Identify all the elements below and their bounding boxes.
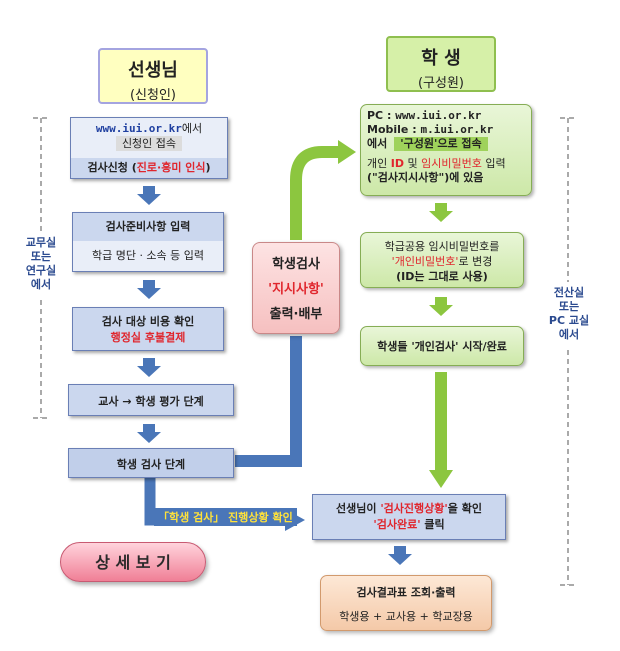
detail-view-button[interactable]: 상 세 보 기: [60, 542, 206, 582]
teacher-title: 선생님: [128, 60, 178, 81]
teacher-subtitle: (신청인): [129, 88, 177, 103]
cost-check: 검사 대상 비용 확인: [101, 315, 195, 328]
instruction-note: ("검사지시사항")에 있음: [367, 171, 484, 184]
arrow-right-notice: [338, 140, 356, 164]
site-access-box: www.iui.or.kr에서 신청인 접속 검사신청 (진로·흥미 인식): [70, 117, 228, 179]
site-url: www.iui.or.kr: [95, 122, 182, 135]
result-detail: 학생용 + 교사용 + 학교장용: [339, 610, 473, 623]
result-title: 검사결과표 조회·출력: [356, 586, 456, 599]
mobile-url: m.iui.or.kr: [420, 123, 494, 136]
start-test-box: 학생들 '개인검사' 시작/완료: [360, 326, 524, 366]
pc-url: www.iui.or.kr: [395, 109, 482, 122]
progress-label: 「학생 검사」 진행상황 확인: [154, 508, 297, 526]
teacher-header: 선생님 (신청인): [98, 48, 208, 104]
arrow-green-3: [429, 372, 453, 488]
teacher-login: 신청인 접속: [115, 136, 183, 151]
prep-detail: 학급 명단 · 소속 등 입력: [73, 241, 223, 271]
connector-notice: [290, 146, 338, 240]
prep-title: 검사준비사항 입력: [105, 220, 191, 233]
cost-box: 검사 대상 비용 확인 행정실 후불결제: [72, 307, 224, 351]
evaluation-box: 교사 → 학생 평가 단계: [68, 384, 234, 416]
arrow-down-4: [137, 424, 161, 443]
student-subtitle: (구성원): [417, 76, 465, 91]
evaluation-stage: 교사 → 학생 평가 단계: [98, 395, 204, 408]
connector-stage: [235, 336, 302, 467]
arrow-down-result: [388, 546, 412, 565]
student-title: 학 생: [421, 48, 461, 69]
confirm-box: 선생님이 '검사진행상황'을 확인 '검사완료' 클릭: [312, 494, 506, 540]
apply-test: 검사신청 (진로·흥미 인식): [87, 161, 211, 174]
arrow-down-2: [137, 280, 161, 299]
student-header: 학 생 (구성원): [386, 36, 496, 92]
arrow-green-1: [429, 203, 453, 222]
change-password-box: 학급공용 임시비밀번호를 '개인비밀번호'로 변경 (ID는 그대로 사용): [360, 232, 524, 288]
cost-payment: 행정실 후불결제: [110, 331, 186, 344]
enter-credentials: 개인 ID 및 임시비밀번호 입력: [367, 157, 506, 170]
prep-box: 검사준비사항 입력 학급 명단 · 소속 등 입력: [72, 212, 224, 272]
arrow-down-3: [137, 358, 161, 377]
arrow-green-2: [429, 297, 453, 316]
member-login: '구성원'으로 접속: [394, 137, 488, 151]
result-box: 검사결과표 조회·출력 학생용 + 교사용 + 학교장용: [320, 575, 492, 631]
arrow-down-1: [137, 186, 161, 205]
student-access-box: PC : www.iui.or.kr Mobile : m.iui.or.kr …: [360, 104, 532, 196]
notice-box: 학생검사 '지시사항' 출력·배부: [252, 242, 340, 334]
student-stage-box: 학생 검사 단계: [68, 448, 234, 478]
student-stage: 학생 검사 단계: [116, 458, 186, 471]
